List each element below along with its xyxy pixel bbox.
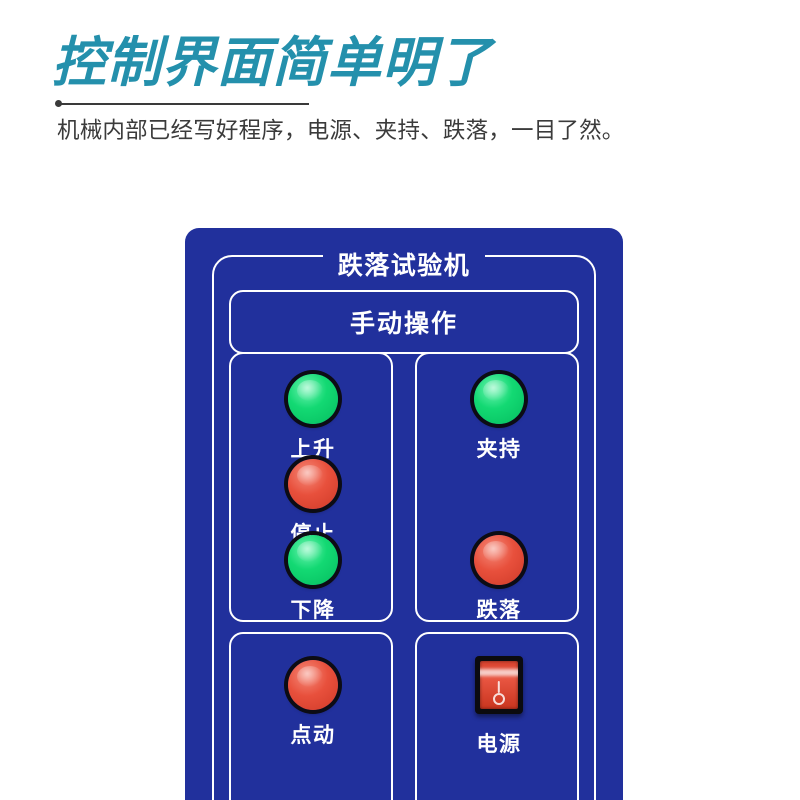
rocker-face[interactable] <box>480 661 518 709</box>
stop-button-cap[interactable] <box>288 459 338 509</box>
button-stop[interactable]: 停止 <box>288 459 338 548</box>
jog-button-label: 点动 <box>290 724 336 747</box>
divider-line <box>61 103 309 105</box>
down-button-label: 下降 <box>290 599 336 622</box>
left-button-group-box: 上升 停止 下降 <box>229 352 393 622</box>
panel-title-gap <box>323 254 485 261</box>
control-panel: 跌落试验机 手动操作 上升 停止 下降 夹持 <box>185 228 623 800</box>
jog-section-box: 点动 <box>229 632 393 800</box>
up-button-label: 上升 <box>290 438 336 461</box>
down-button-cap[interactable] <box>288 535 338 585</box>
manual-operation-section: 手动操作 <box>229 290 579 354</box>
button-drop[interactable]: 跌落 <box>474 535 524 624</box>
up-button-cap[interactable] <box>288 374 338 424</box>
page-subtitle: 机械内部已经写好程序，电源、夹持、跌落，一目了然。 <box>57 118 625 143</box>
panel-outer-frame <box>212 254 596 800</box>
heading-block: 控制界面简单明了 机械内部已经写好程序，电源、夹持、跌落，一目了然。 <box>52 32 692 146</box>
button-up[interactable]: 上升 <box>288 374 338 463</box>
rocker-highlight-band <box>480 668 518 677</box>
button-clamp[interactable]: 夹持 <box>474 374 524 463</box>
power-rocker-switch[interactable] <box>475 656 523 714</box>
drop-button-cap[interactable] <box>474 535 524 585</box>
drop-button-label: 跌落 <box>476 599 522 622</box>
page-title: 控制界面简单明了 <box>52 33 492 93</box>
clamp-button-label: 夹持 <box>476 438 522 461</box>
button-down[interactable]: 下降 <box>288 535 338 624</box>
clamp-button-cap[interactable] <box>474 374 524 424</box>
power-on-mark-icon <box>497 681 501 694</box>
panel-title: 跌落试验机 <box>337 252 471 280</box>
title-underline-rule <box>55 97 692 109</box>
bullet-dot-icon <box>55 100 62 107</box>
jog-button-cap[interactable] <box>288 660 338 710</box>
manual-operation-label: 手动操作 <box>349 310 458 338</box>
power-switch-label: 电源 <box>476 733 522 756</box>
power-off-mark-icon <box>493 693 505 706</box>
power-section-box: 电源 <box>415 632 579 800</box>
power-switch[interactable]: 电源 <box>475 656 523 758</box>
button-jog[interactable]: 点动 <box>288 660 338 749</box>
right-button-group-box: 夹持 跌落 <box>415 352 579 622</box>
